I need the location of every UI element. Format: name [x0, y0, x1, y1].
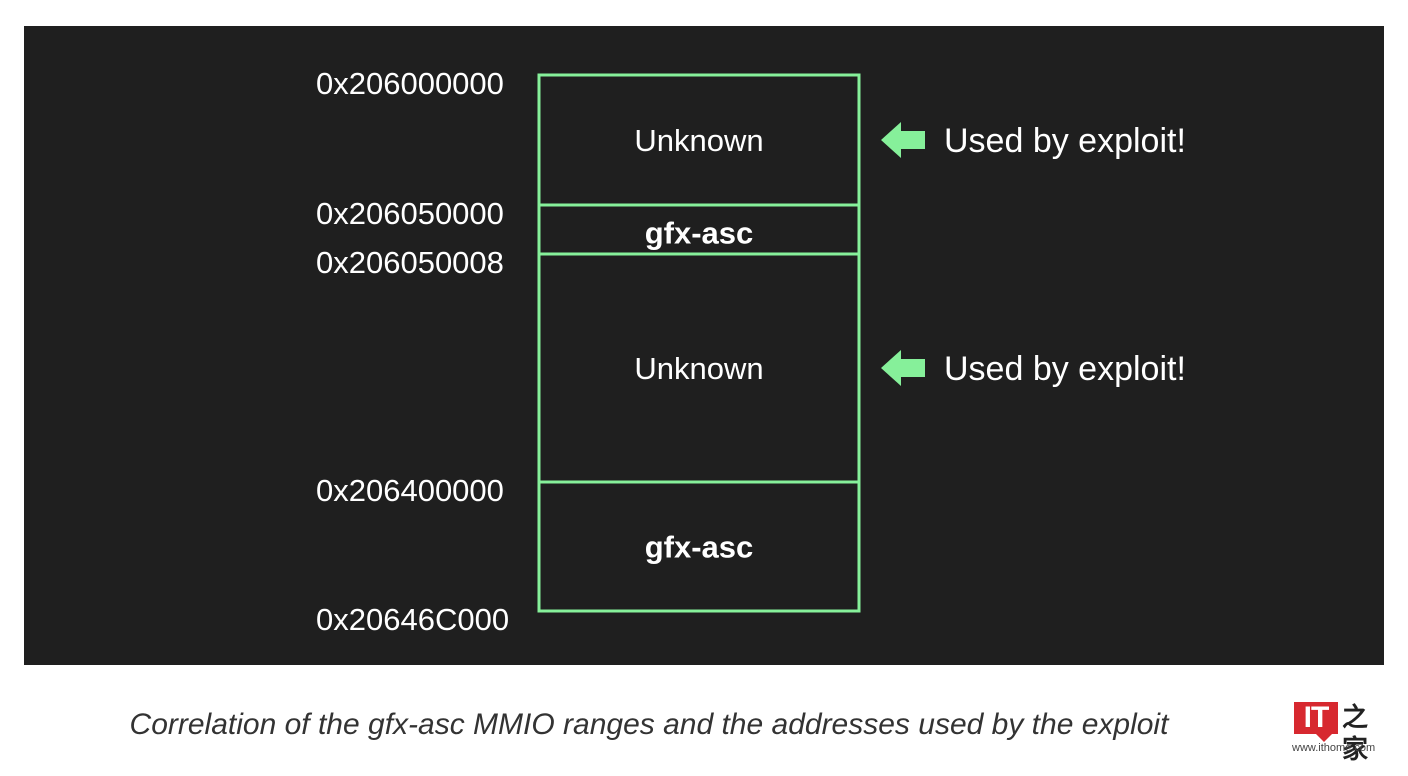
address-label: 0x206050008: [316, 245, 504, 280]
left-arrow-icon: [881, 122, 925, 158]
logo-url: www.ithome.com: [1292, 742, 1376, 754]
ithome-logo: IT 之家 www.ithome.com: [1290, 700, 1390, 766]
exploit-annotations: Used by exploit! Used by exploit!: [881, 122, 1186, 388]
region-label: gfx-asc: [645, 530, 754, 565]
address-labels: 0x206000000 0x206050000 0x206050008 0x20640…: [316, 66, 509, 637]
region-boxes: [537, 73, 861, 613]
memory-map-svg: 0x206000000 0x206050000 0x206050008 0x20640…: [316, 66, 1186, 637]
logo-mark-tail: [1316, 734, 1332, 742]
address-label: 0x206050000: [316, 196, 504, 231]
used-by-exploit-label: Used by exploit!: [944, 350, 1186, 388]
logo-name: 之家: [1342, 703, 1369, 765]
address-label: 0x20646C000: [316, 602, 509, 637]
address-label: 0x206400000: [316, 473, 504, 508]
region-label: Unknown: [634, 123, 763, 158]
address-label: 0x206000000: [316, 66, 504, 101]
logo-mark: IT: [1294, 702, 1338, 734]
memory-region-outline: [537, 73, 861, 613]
figure-caption: Correlation of the gfx-asc MMIO ranges a…: [129, 708, 1169, 741]
region-label: Unknown: [634, 351, 763, 386]
left-arrow-icon: [881, 350, 925, 386]
used-by-exploit-label: Used by exploit!: [944, 122, 1186, 160]
memory-map-diagram: 0x206000000 0x206050000 0x206050008 0x20640…: [24, 26, 1384, 665]
region-label: gfx-asc: [645, 216, 754, 251]
